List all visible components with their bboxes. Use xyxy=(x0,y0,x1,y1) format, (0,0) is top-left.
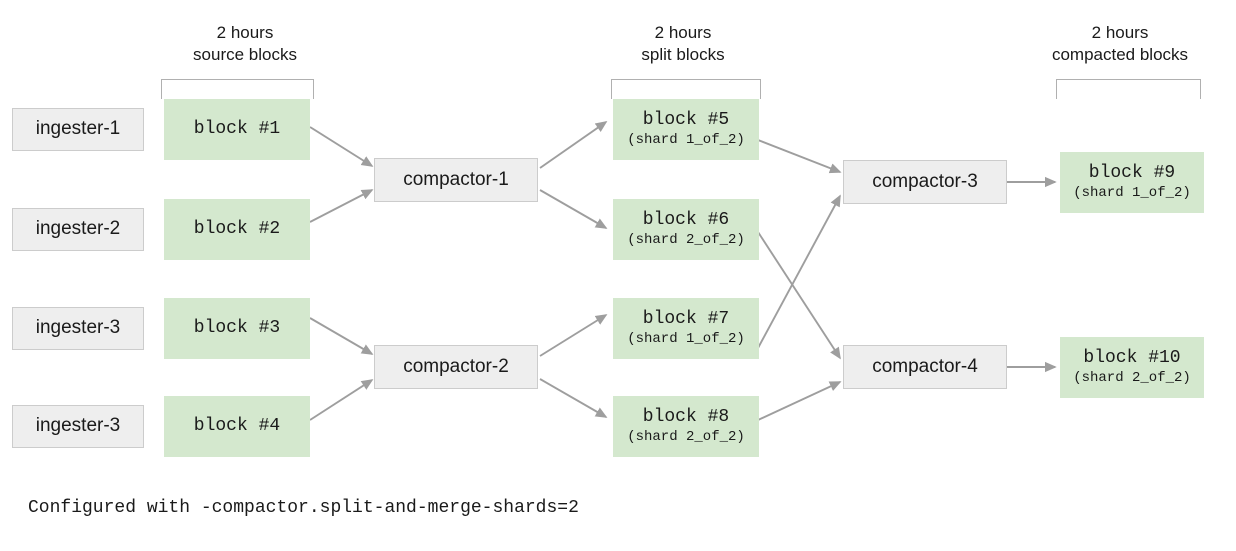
arrow-block2-compactor1 xyxy=(309,189,374,223)
ingester-label-4: ingester-3 xyxy=(35,415,121,437)
source-block-1[interactable]: block #1 xyxy=(164,99,310,160)
source-block-4-label: block #4 xyxy=(193,415,281,436)
split-block-5-shard: (shard 1_of_2) xyxy=(627,132,745,149)
ingester-label-2: ingester-2 xyxy=(35,218,121,240)
compacted-block-10-label: block #10 xyxy=(1083,348,1181,369)
column-label-compacted-line1: 2 hours xyxy=(1091,23,1149,42)
compacted-block-10-shard: (shard 2_of_2) xyxy=(1073,370,1191,387)
split-block-7-shard: (shard 1_of_2) xyxy=(627,331,745,348)
split-block-8-shard: (shard 2_of_2) xyxy=(627,429,745,446)
bracket-compacted-blocks xyxy=(1056,79,1201,99)
split-block-5-label: block #5 xyxy=(642,110,730,131)
column-label-source-line1: 2 hours xyxy=(216,23,274,42)
source-block-3[interactable]: block #3 xyxy=(164,298,310,359)
compactor-box-2[interactable]: compactor-2 xyxy=(374,345,538,389)
arrow-block1-compactor1 xyxy=(309,126,374,167)
compactor-box-4[interactable]: compactor-4 xyxy=(843,345,1007,389)
compactor-box-3[interactable]: compactor-3 xyxy=(843,160,1007,204)
split-block-7-label: block #7 xyxy=(642,309,730,330)
arrow-block6-compactor4 xyxy=(757,231,841,360)
arrow-compactor1-block6 xyxy=(539,189,608,229)
column-label-split-line1: 2 hours xyxy=(654,23,712,42)
ingester-label-1: ingester-1 xyxy=(35,118,121,140)
column-label-source: 2 hours source blocks xyxy=(160,22,330,66)
compacted-block-9[interactable]: block #9 (shard 1_of_2) xyxy=(1060,152,1204,213)
arrow-compactor2-block7 xyxy=(539,314,608,357)
ingester-box-4[interactable]: ingester-3 xyxy=(12,405,144,448)
arrow-block8-compactor4 xyxy=(757,381,842,421)
ingester-label-3: ingester-3 xyxy=(35,317,121,339)
source-block-1-label: block #1 xyxy=(193,118,281,139)
ingester-box-2[interactable]: ingester-2 xyxy=(12,208,144,251)
compactor-label-4: compactor-4 xyxy=(872,355,978,377)
split-block-7[interactable]: block #7 (shard 1_of_2) xyxy=(613,298,759,359)
compacted-block-9-shard: (shard 1_of_2) xyxy=(1073,185,1191,202)
split-block-6[interactable]: block #6 (shard 2_of_2) xyxy=(613,199,759,260)
compactor-label-2: compactor-2 xyxy=(403,355,509,377)
compactor-box-1[interactable]: compactor-1 xyxy=(374,158,538,202)
source-block-4[interactable]: block #4 xyxy=(164,396,310,457)
split-block-5[interactable]: block #5 (shard 1_of_2) xyxy=(613,99,759,160)
ingester-box-1[interactable]: ingester-1 xyxy=(12,108,144,151)
bracket-split-blocks xyxy=(611,79,761,99)
arrow-block3-compactor2 xyxy=(309,317,374,355)
arrow-compactor2-block8 xyxy=(539,378,608,418)
arrow-block4-compactor2 xyxy=(309,379,374,421)
source-block-2[interactable]: block #2 xyxy=(164,199,310,260)
column-label-compacted-line2: compacted blocks xyxy=(1051,45,1189,65)
configuration-footnote: Configured with -compactor.split-and-mer… xyxy=(28,498,579,518)
arrow-compactor1-block5 xyxy=(539,121,608,169)
ingester-box-3[interactable]: ingester-3 xyxy=(12,307,144,350)
compactor-label-1: compactor-1 xyxy=(403,168,509,190)
column-label-compacted: 2 hours compacted blocks xyxy=(1027,22,1213,66)
arrow-block7-compactor3 xyxy=(757,194,841,349)
compactor-label-3: compactor-3 xyxy=(872,170,978,192)
compacted-block-10[interactable]: block #10 (shard 2_of_2) xyxy=(1060,337,1204,398)
compacted-block-9-label: block #9 xyxy=(1088,163,1176,184)
arrow-block5-compactor3 xyxy=(757,139,842,174)
split-block-6-label: block #6 xyxy=(642,210,730,231)
split-block-6-shard: (shard 2_of_2) xyxy=(627,232,745,249)
bracket-source-blocks xyxy=(161,79,314,99)
source-block-2-label: block #2 xyxy=(193,218,281,239)
column-label-source-line2: source blocks xyxy=(193,45,297,65)
split-block-8[interactable]: block #8 (shard 2_of_2) xyxy=(613,396,759,457)
column-label-split: 2 hours split blocks xyxy=(598,22,768,66)
source-block-3-label: block #3 xyxy=(193,317,281,338)
split-block-8-label: block #8 xyxy=(642,407,730,428)
column-label-split-line2: split blocks xyxy=(641,45,725,65)
